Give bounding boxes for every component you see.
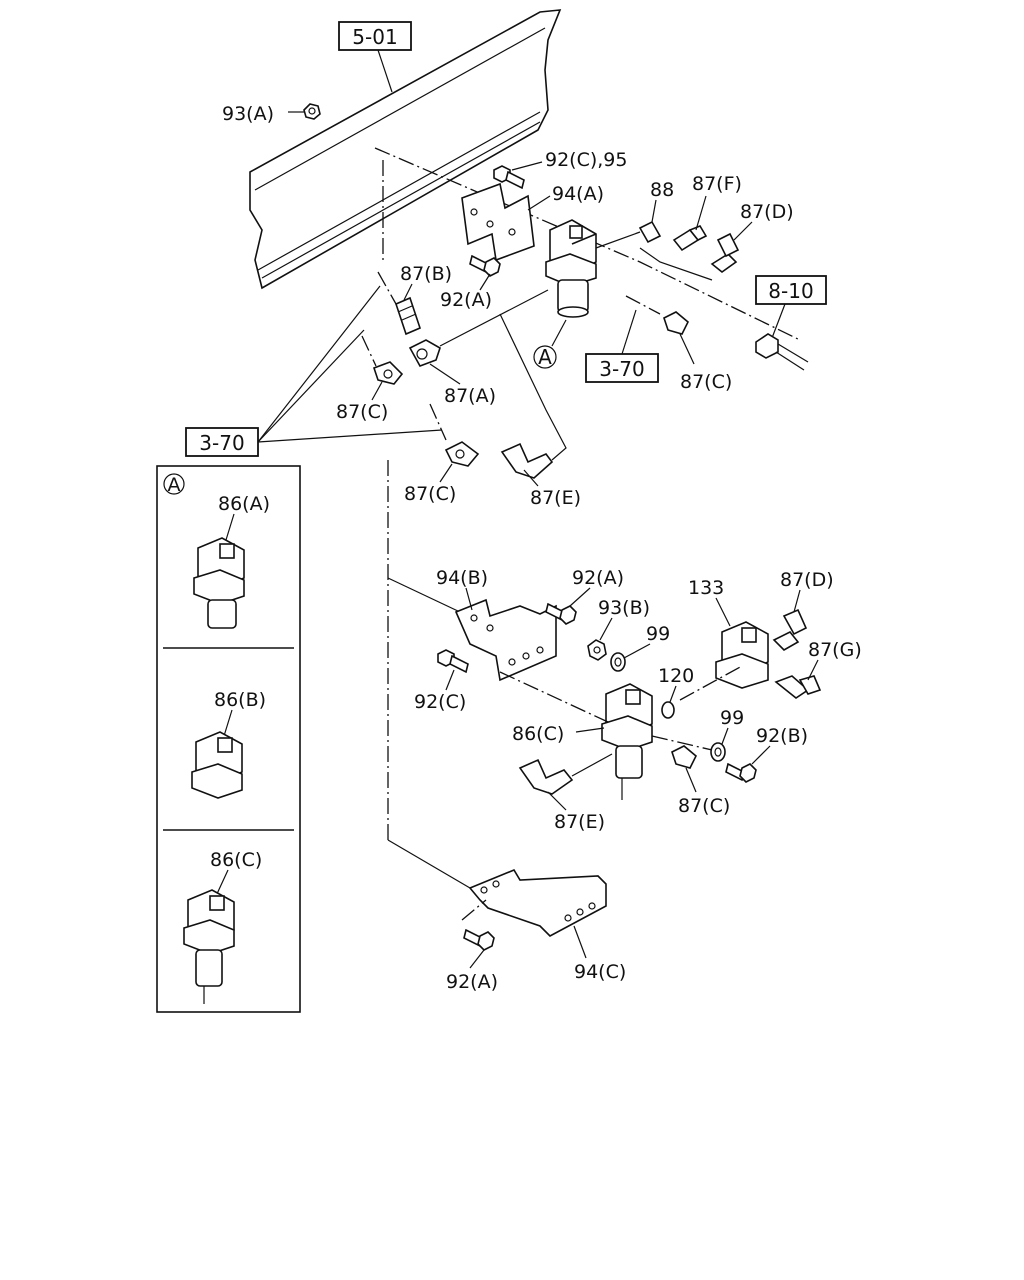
- bracket-94b: [454, 598, 557, 682]
- ref-box-harness[interactable]: 8-10: [755, 275, 827, 305]
- callout-a-text: A: [538, 345, 552, 369]
- harness-connector: [755, 333, 809, 371]
- label-87f: 87(F): [692, 173, 742, 195]
- ref-box-hose-mid[interactable]: 3-70: [585, 353, 659, 383]
- callout-a-circle: [533, 345, 557, 369]
- valve-86c-detail: [183, 889, 235, 1004]
- bolt-92b: [725, 762, 757, 783]
- label-133: 133: [688, 577, 724, 599]
- fitting-87c-left: [372, 361, 404, 385]
- bolt-92a-top: [469, 254, 501, 277]
- nut-93a: [303, 103, 321, 120]
- frame-rail: [249, 9, 562, 290]
- bolt-92c-95: [493, 165, 525, 190]
- label-92a-bottom: 92(A): [446, 971, 498, 993]
- valve-133: [715, 621, 769, 689]
- fitting-87c-low: [444, 441, 480, 467]
- bolt-92a-bottom: [463, 928, 495, 951]
- solenoid-valve-upper: [545, 219, 597, 318]
- fitting-87a: [408, 339, 441, 367]
- washer-99-top: [610, 652, 626, 672]
- label-93a: 93(A): [222, 103, 274, 125]
- ref-hose-left-text: 3-70: [199, 431, 244, 455]
- label-87b: 87(B): [400, 263, 452, 285]
- label-92a-mid: 92(A): [572, 567, 624, 589]
- detail-marker: A: [168, 474, 181, 496]
- fitting-87d-low: [772, 608, 808, 651]
- fitting-87e-bottom: [518, 758, 574, 795]
- fitting-87g: [774, 675, 822, 699]
- label-88: 88: [650, 179, 674, 201]
- ref-hose-mid-text: 3-70: [599, 357, 644, 381]
- label-92a-top: 92(A): [440, 289, 492, 311]
- ref-harness-text: 8-10: [768, 279, 813, 303]
- valve-86a: [193, 537, 245, 629]
- bracket-94c: [468, 868, 607, 937]
- label-86c-detail: 86(C): [210, 849, 262, 871]
- label-87c-right: 87(C): [680, 371, 732, 393]
- nut-93b: [587, 639, 607, 661]
- label-94c: 94(C): [574, 961, 626, 983]
- label-86b: 86(B): [214, 689, 266, 711]
- label-94b: 94(B): [436, 567, 488, 589]
- ref-frame-text: 5-01: [352, 25, 397, 49]
- label-86c-main: 86(C): [512, 723, 564, 745]
- o-ring-120: [661, 701, 675, 719]
- label-94a: 94(A): [552, 183, 604, 205]
- valve-86b: [191, 731, 243, 799]
- fitting-87c-right: [663, 311, 689, 335]
- label-87d-top: 87(D): [740, 201, 794, 223]
- label-99-top: 99: [646, 623, 670, 645]
- fitting-88: [638, 220, 662, 244]
- bolt-92c-mid: [437, 649, 469, 674]
- ref-box-frame[interactable]: 5-01: [338, 21, 412, 51]
- fitting-87d-top: [710, 232, 740, 274]
- label-93b: 93(B): [598, 597, 650, 619]
- label-120: 120: [658, 665, 694, 687]
- detail-a-panel: A: [156, 465, 301, 1013]
- label-87g: 87(G): [808, 639, 862, 661]
- label-92b: 92(B): [756, 725, 808, 747]
- fitting-87e-top: [500, 442, 554, 479]
- fitting-87f: [672, 225, 708, 252]
- label-99-low: 99: [720, 707, 744, 729]
- washer-99-low: [710, 742, 726, 762]
- fitting-87b: [395, 296, 421, 336]
- ref-box-hose-left[interactable]: 3-70: [185, 427, 259, 457]
- fitting-87c-bottom: [671, 745, 697, 769]
- valve-86c-main: [601, 683, 653, 800]
- label-87e-bottom: 87(E): [554, 811, 605, 833]
- label-92c-mid: 92(C): [414, 691, 466, 713]
- label-87e-top: 87(E): [530, 487, 581, 509]
- label-87c-bottom: 87(C): [678, 795, 730, 817]
- label-86a: 86(A): [218, 493, 270, 515]
- label-92c-95: 92(C),95: [545, 149, 628, 171]
- label-87c-low: 87(C): [404, 483, 456, 505]
- label-87a: 87(A): [444, 385, 496, 407]
- label-87d-low: 87(D): [780, 569, 834, 591]
- bracket-94a: [461, 182, 535, 262]
- label-87c-left: 87(C): [336, 401, 388, 423]
